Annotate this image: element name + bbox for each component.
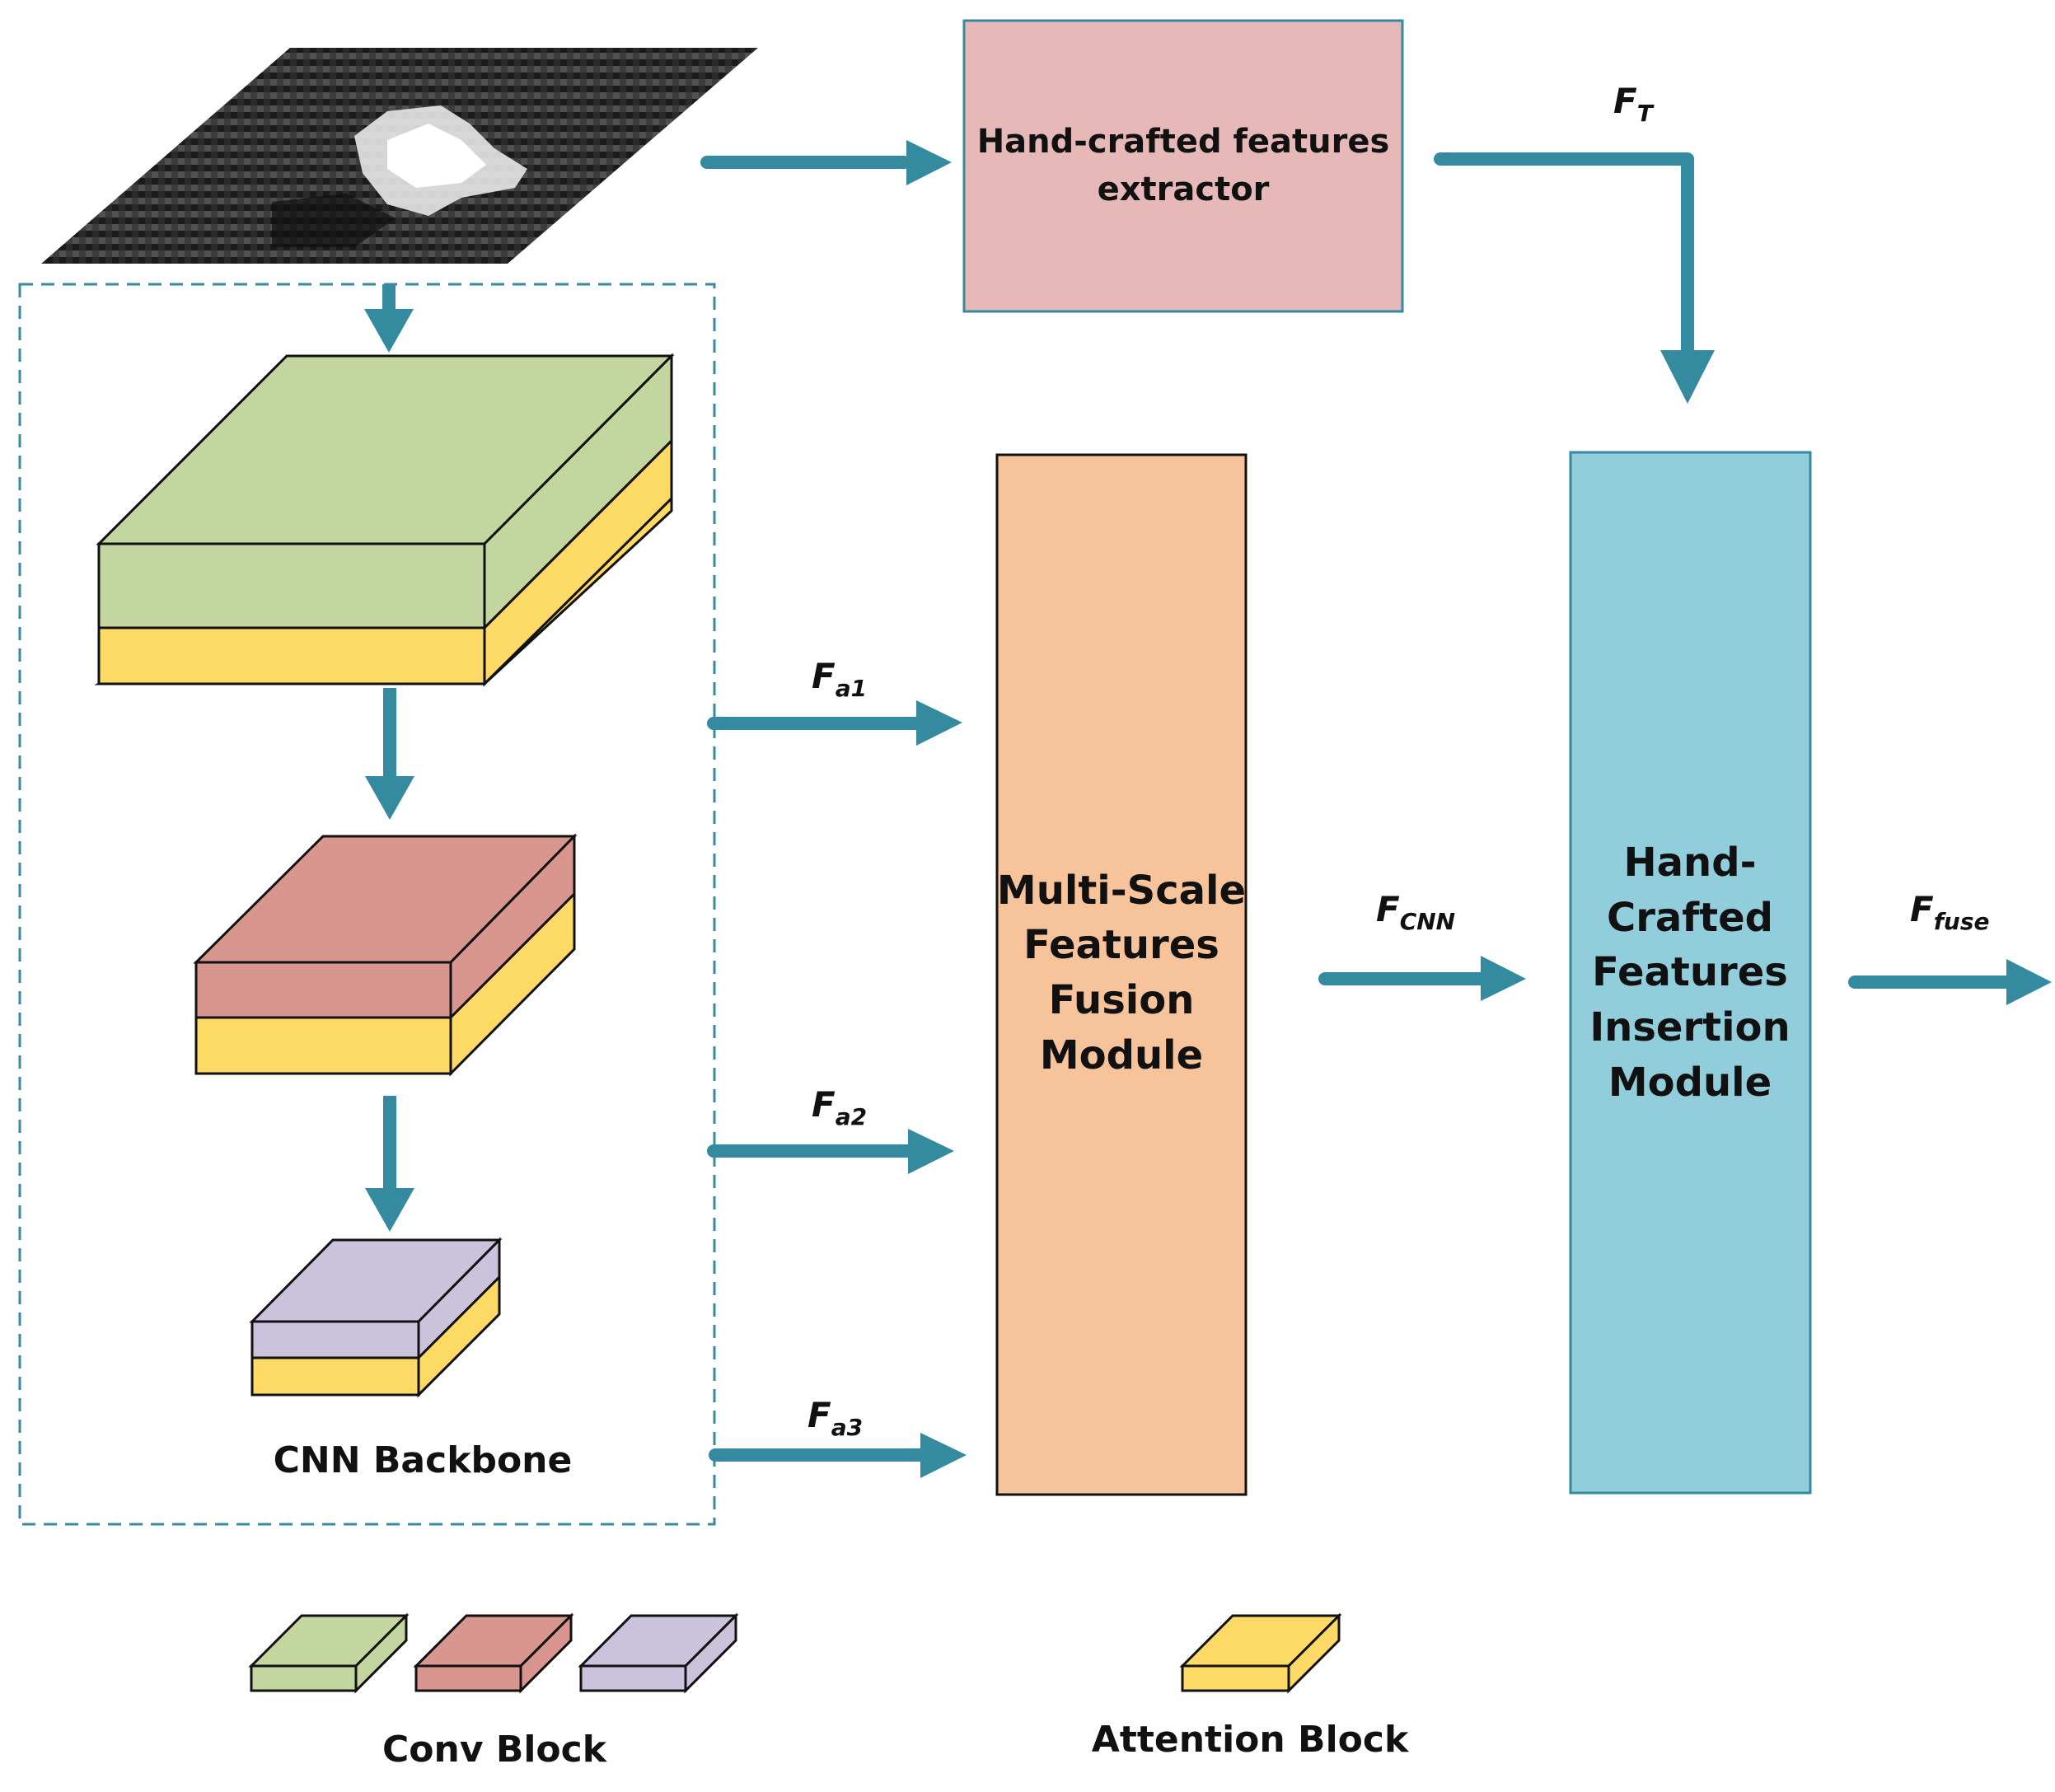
conv-block-3 (249, 1237, 503, 1398)
legend-attention-yellow (1179, 1612, 1342, 1694)
signal-fa3-label: Fa3 (807, 1395, 863, 1441)
fusion-label-line2: Features (1023, 922, 1219, 968)
arrow-fa2 (707, 1129, 954, 1174)
input-image (41, 48, 758, 264)
conv-block-1 (94, 353, 675, 687)
arrow-block2-to-block3 (365, 1096, 414, 1232)
extractor-label-line1: Hand-crafted features (977, 123, 1390, 161)
insertion-label-line1: Hand- (1623, 840, 1756, 886)
extractor-label-line2: extractor (1098, 171, 1270, 208)
arrow-ffuse (1848, 959, 2052, 1005)
multiscale-fusion-module (995, 453, 1248, 1496)
fusion-label-line1: Multi-Scale (997, 868, 1246, 914)
insertion-label-line3: Features (1592, 949, 1788, 995)
arrow-image-to-extractor (700, 140, 952, 185)
arrow-image-to-block1 (364, 284, 414, 353)
signal-ffuse-label: Ffuse (1910, 889, 1989, 935)
insertion-label-line2: Crafted (1607, 895, 1773, 941)
arrow-block1-to-block2 (365, 688, 414, 820)
fusion-label-line3: Fusion (1049, 977, 1195, 1023)
conv-block-2 (193, 833, 578, 1077)
handcrafted-insertion-module (1569, 451, 1812, 1495)
signal-fa1-label: Fa1 (812, 656, 867, 702)
arrow-fa1 (707, 700, 962, 746)
signal-ft-label: FT (1613, 81, 1655, 127)
legend-conv-label: Conv Block (382, 1729, 608, 1771)
signal-fcnn-label: FCNN (1376, 889, 1455, 935)
backbone-container (18, 283, 716, 1526)
handcrafted-extractor-box (962, 19, 1404, 313)
insertion-label-line5: Module (1608, 1060, 1772, 1106)
legend-conv-purple (578, 1612, 739, 1694)
fusion-label-line4: Module (1040, 1032, 1203, 1078)
backbone-label: CNN Backbone (274, 1439, 573, 1481)
signal-fa2-label: Fa2 (812, 1084, 867, 1130)
legend-attention-label: Attention Block (1092, 1719, 1410, 1761)
arrow-extractor-to-insertion (1434, 152, 1715, 404)
insertion-label-line4: Insertion (1589, 1004, 1790, 1050)
legend-conv-green (248, 1612, 410, 1694)
arrow-fa3 (709, 1433, 967, 1478)
arrow-fcnn (1318, 956, 1526, 1001)
legend-conv-red (413, 1612, 574, 1694)
